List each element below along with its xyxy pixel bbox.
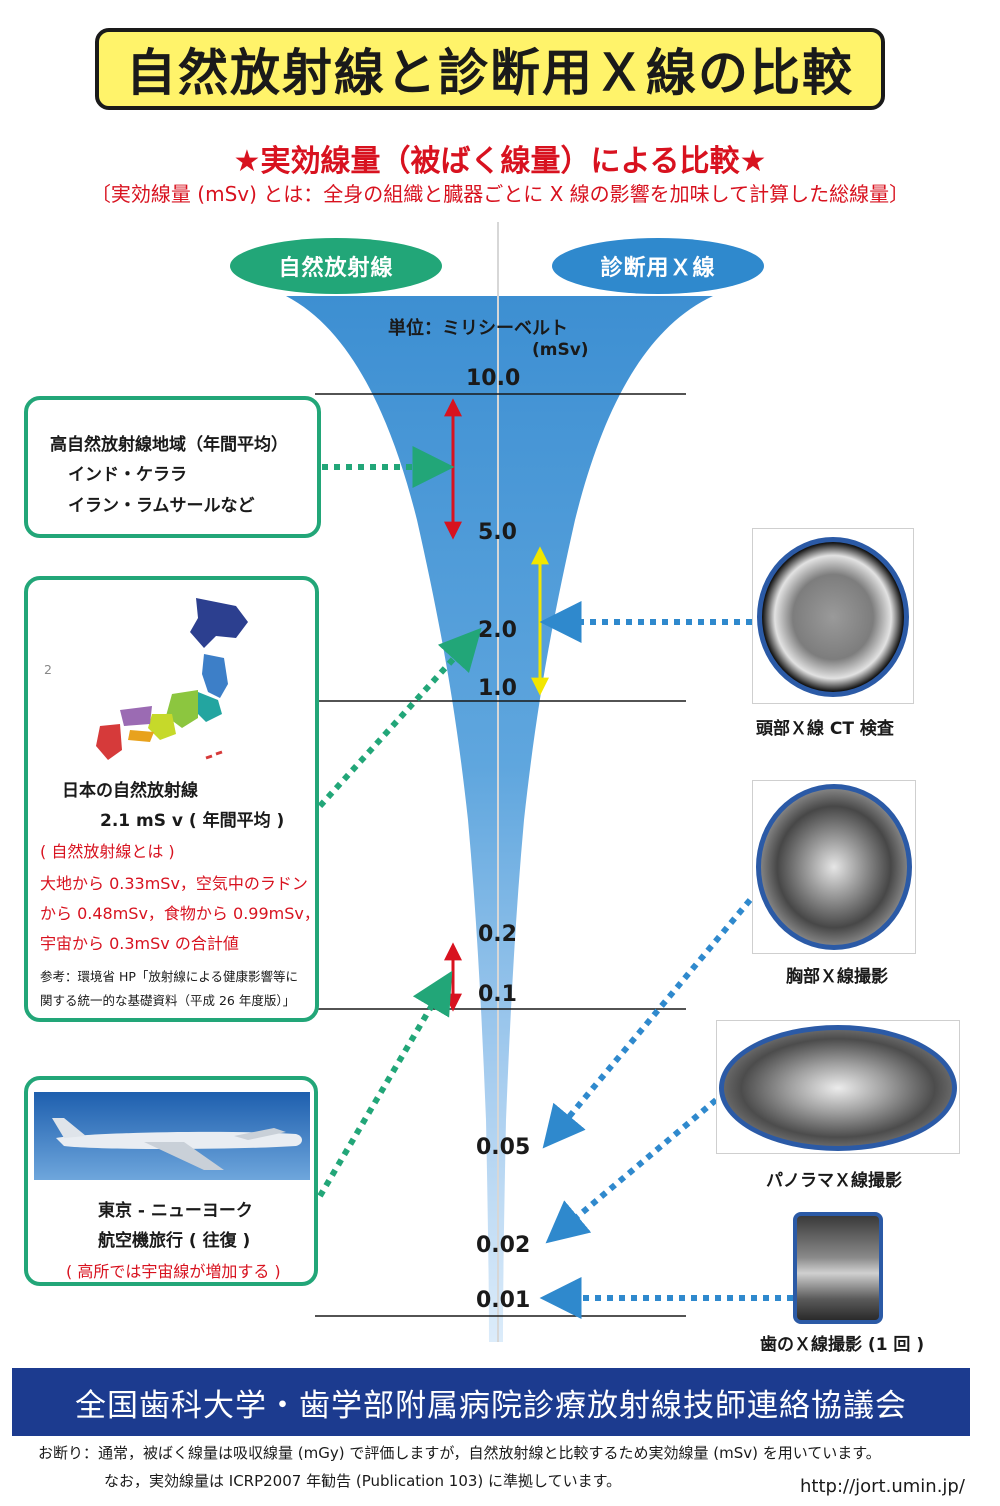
unit-abbreviation: (mSv): [532, 340, 589, 360]
head-ct-image: [757, 537, 909, 697]
scale-label-0.01: 0.01: [476, 1288, 531, 1313]
scale-label-0.2: 0.2: [478, 922, 517, 947]
map-mark: 2: [44, 662, 52, 677]
shikoku-region: [128, 730, 154, 742]
natural-breakdown-line1: 大地から 0.33mSv，空気中のラドン: [40, 874, 308, 893]
funnel-shape: [286, 296, 713, 1342]
diagnostic-xray-label: 診断用Ｘ線: [552, 238, 764, 294]
flight-box: 東京 - ニューヨーク 航空機旅行 ( 往復 ) ( 高所では宇宙線が増加する …: [24, 1076, 318, 1286]
flight-route: 東京 - ニューヨーク: [98, 1201, 253, 1221]
high-region-box: 高自然放射線地域（年間平均） インド・ケララ イラン・ラムサールなど: [24, 396, 321, 538]
reference-line1: 参考：環境省 HP「放射線による健康影響等に: [40, 969, 299, 984]
scale-label-0.1: 0.1: [478, 982, 517, 1007]
panorama-xray-image: [719, 1025, 957, 1151]
scale-label-2: 2.0: [478, 618, 517, 643]
scale-label-10: 10.0: [466, 366, 521, 391]
head-ct-photo-frame: [752, 528, 914, 704]
scale-label-5: 5.0: [478, 520, 517, 545]
flight-pointer-arrow: [317, 970, 453, 1198]
chest-photo-frame: [752, 780, 916, 954]
website-link[interactable]: http://jort.umin.jp/: [800, 1476, 965, 1497]
flight-note: ( 高所では宇宙線が増加する ): [66, 1262, 281, 1281]
high-region-iran: イラン・ラムサールなど: [68, 496, 255, 516]
chest-caption: 胸部Ｘ線撮影: [786, 967, 888, 987]
natural-breakdown-line2: から 0.48mSv，食物から 0.99mSv，: [40, 904, 320, 923]
chugoku-region: [120, 706, 152, 726]
hokkaido-region: [190, 598, 248, 648]
flight-trip-type: 航空機旅行 ( 往復 ): [98, 1231, 251, 1251]
kanto-region: [194, 692, 222, 722]
scale-label-0.02: 0.02: [476, 1233, 531, 1258]
definition-text: 〔実効線量 (mSv) とは：全身の組織と臓器ごとに X 線の影響を加味して計算…: [90, 182, 910, 206]
panorama-caption: パノラマＸ線撮影: [766, 1171, 902, 1191]
natural-radiation-label: 自然放射線: [230, 238, 442, 294]
airplane-photo: [34, 1092, 310, 1180]
japan-title: 日本の自然放射線: [62, 781, 198, 801]
panorama-pointer-arrow: [545, 1097, 718, 1244]
scale-label-1: 1.0: [478, 676, 517, 701]
disclaimer-note-line2: なお，実効線量は ICRP2007 年勧告 (Publication 103) …: [104, 1472, 622, 1490]
dental-xray-image: [793, 1212, 883, 1324]
okinawa-islands: [205, 750, 223, 760]
head-ct-caption: 頭部Ｘ線 CT 検査: [756, 719, 894, 739]
chest-xray-image: [756, 784, 912, 950]
kyushu-region: [96, 724, 122, 760]
japan-annual-dose: 2.1 mS v ( 年間平均 ): [100, 811, 285, 831]
unit-label: 単位：ミリシーベルト: [388, 318, 568, 339]
japan-pointer-arrow: [317, 627, 482, 809]
subtitle: ★実効線量（被ばく線量）による比較★: [233, 144, 767, 179]
page-title: 自然放射線と診断用Ｘ線の比較: [95, 28, 885, 110]
disclaimer-note-line1: お断り：通常，被ばく線量は吸収線量 (mGy) で評価しますが，自然放射線と比較…: [38, 1444, 881, 1462]
high-region-title: 高自然放射線地域（年間平均）: [50, 435, 288, 455]
japan-box: 2 日本の自然放射線 2.1 mS v ( 年間平均 ) ( 自然放射線とは )…: [24, 576, 320, 1022]
chubu-region: [166, 690, 198, 728]
natural-definition-heading: ( 自然放射線とは ): [40, 842, 175, 861]
tohoku-region: [202, 654, 228, 698]
chest-pointer-arrow: [542, 898, 753, 1149]
high-region-india: インド・ケララ: [68, 465, 187, 485]
natural-breakdown-line3: 宇宙から 0.3mSv の合計値: [40, 934, 239, 953]
scale-label-0.05: 0.05: [476, 1135, 531, 1160]
dental-caption: 歯のＸ線撮影 (1 回 ): [760, 1335, 925, 1355]
kinki-region: [148, 714, 176, 740]
japan-map: [96, 598, 248, 760]
reference-line2: 関する統一的な基礎資料（平成 26 年度版）」: [40, 993, 296, 1008]
organization-banner: 全国歯科大学・歯学部附属病院診療放射線技師連絡協議会: [12, 1368, 970, 1436]
panorama-photo-frame: [716, 1020, 960, 1154]
